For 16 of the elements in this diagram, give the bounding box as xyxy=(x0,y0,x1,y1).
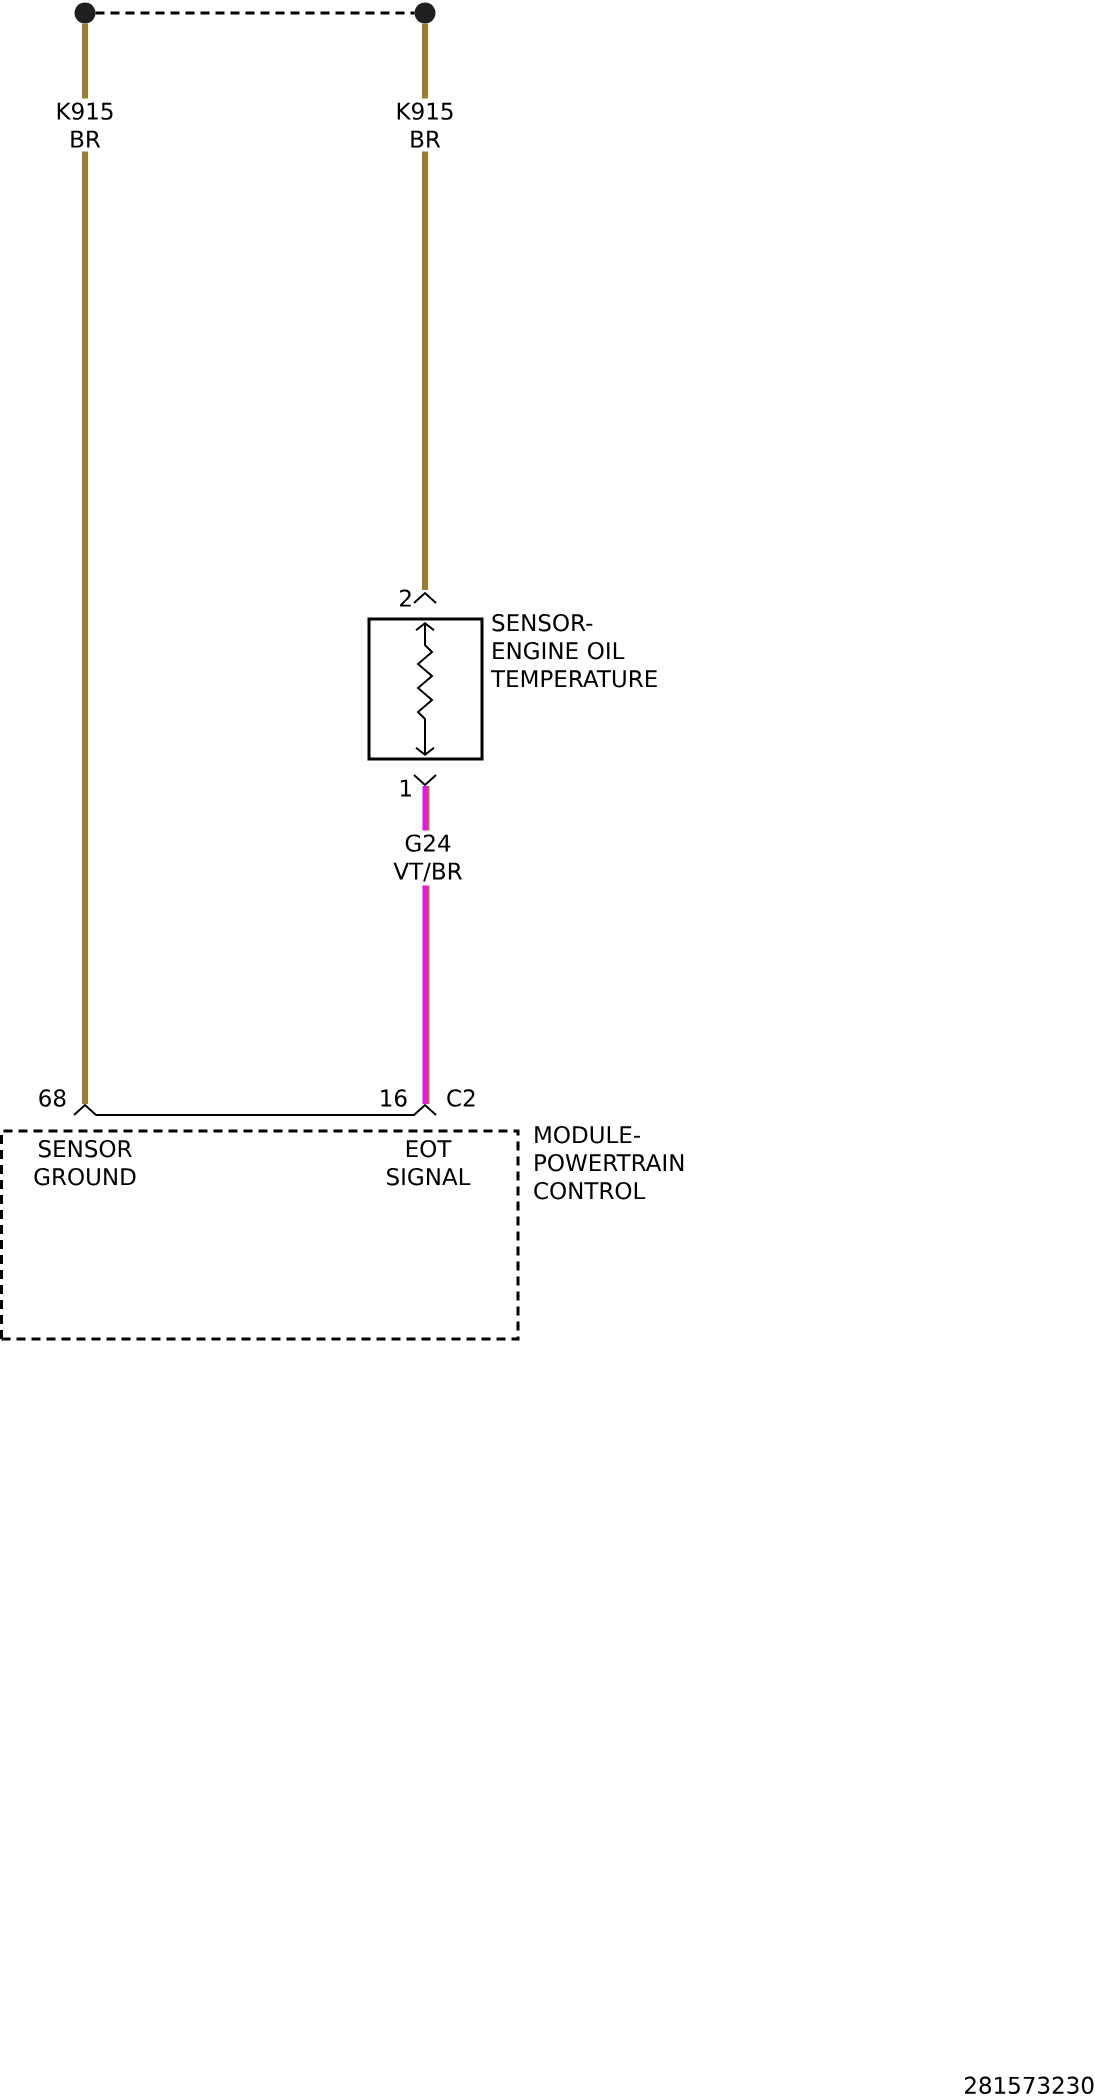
connector-id: C2 xyxy=(447,1089,475,1107)
diagram-id: 281573230 xyxy=(965,2076,1094,2095)
splice-dot xyxy=(74,2,96,24)
pin-function-label: EOT SIGNAL xyxy=(387,1140,471,1186)
pin-number: 2 xyxy=(400,589,411,607)
pin-number: 68 xyxy=(39,1089,66,1107)
component-title: MODULE- POWERTRAIN CONTROL xyxy=(534,1126,684,1200)
dashed-line xyxy=(95,11,415,15)
splice-dot xyxy=(414,2,436,24)
wire-label: G24 VT/BR xyxy=(384,830,472,886)
pin-number: 1 xyxy=(400,779,411,797)
wire-label: K915 BR xyxy=(383,98,467,152)
wire-label: K915 BR xyxy=(43,98,127,152)
pin-function-label: SENSOR GROUND xyxy=(34,1140,136,1186)
pin-number: 16 xyxy=(381,1089,407,1107)
component-title: SENSOR- ENGINE OIL TEMPERATURE xyxy=(490,614,657,688)
